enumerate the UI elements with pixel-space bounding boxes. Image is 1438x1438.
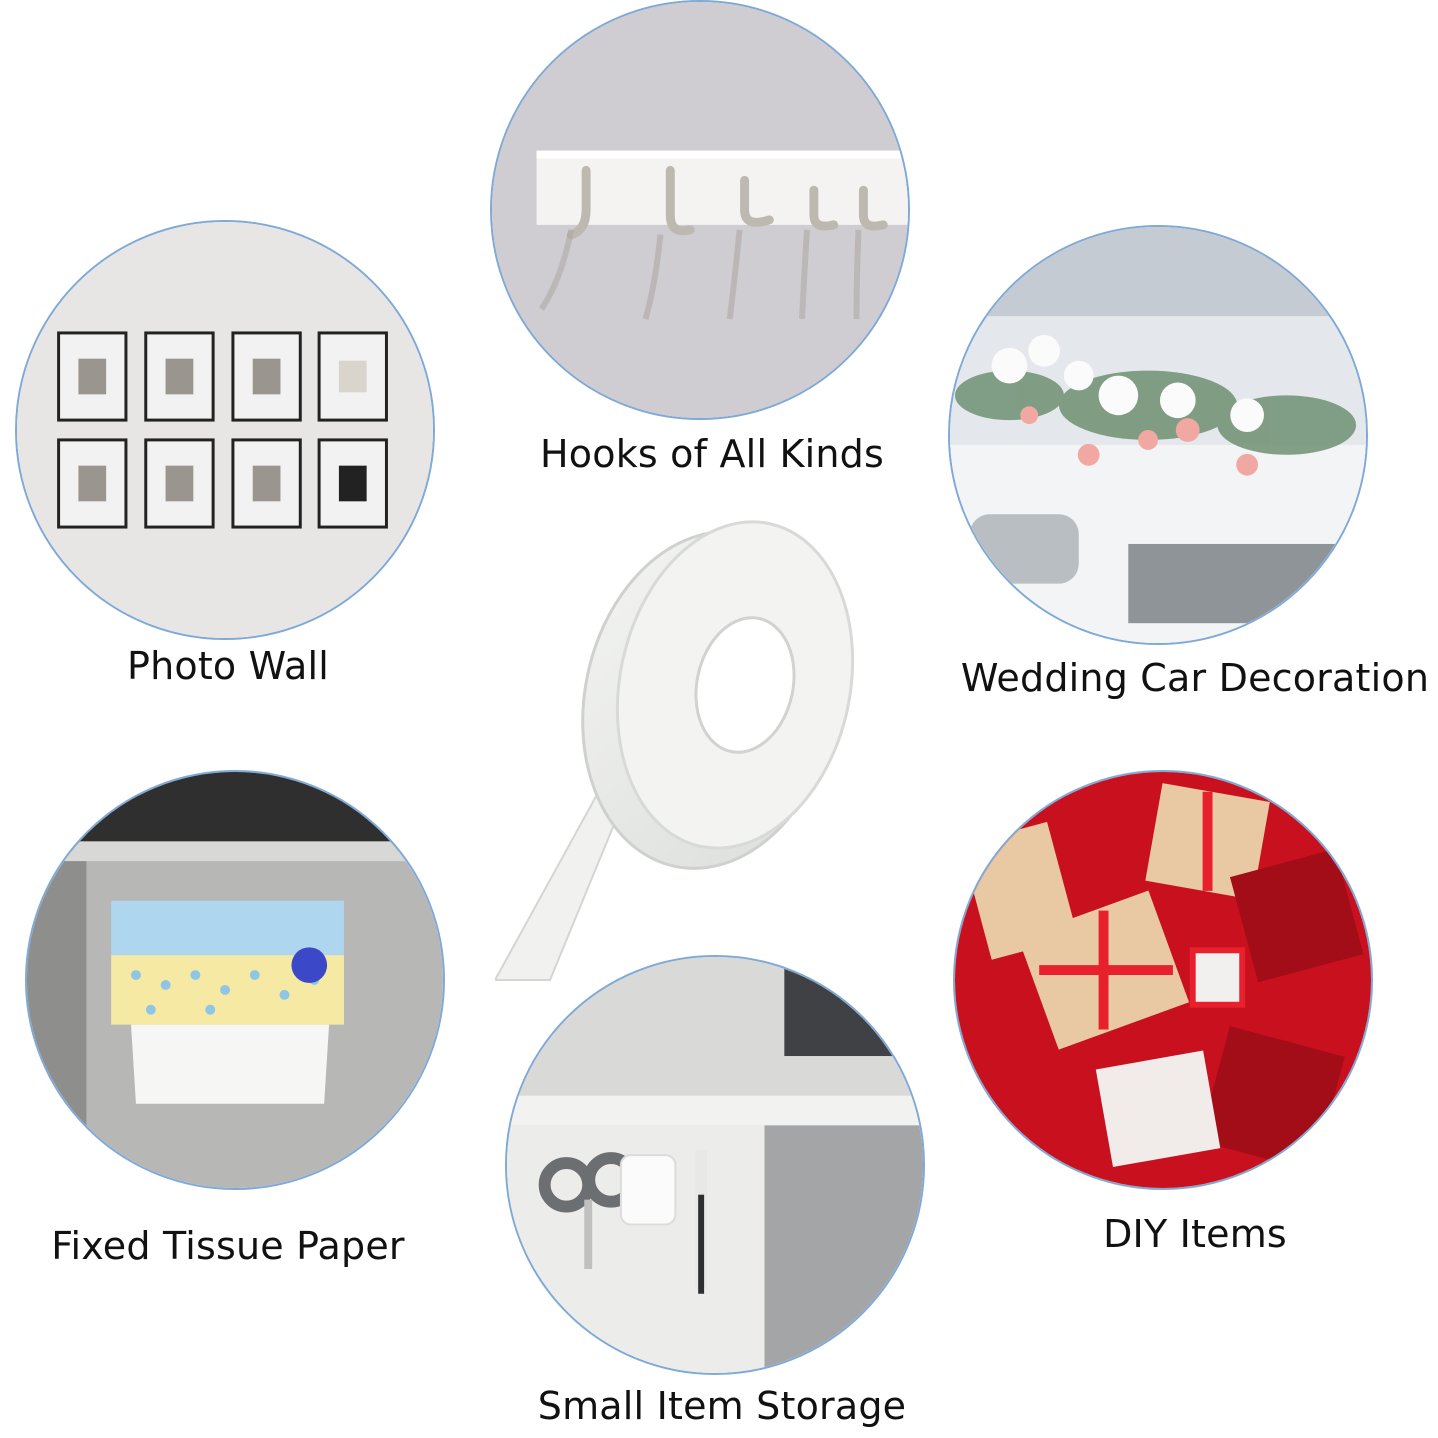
- storage-photo: [505, 955, 925, 1375]
- label-tissue: Fixed Tissue Paper: [51, 1224, 405, 1268]
- label-photo-wall: Photo Wall: [126, 644, 330, 688]
- diy-photo: [953, 770, 1373, 1190]
- label-diy: DIY Items: [1103, 1212, 1287, 1256]
- tissue-photo: [25, 770, 445, 1190]
- hooks-photo: [490, 0, 910, 420]
- label-storage: Small Item Storage: [537, 1384, 907, 1428]
- label-wedding: Wedding Car Decoration: [960, 656, 1430, 700]
- photo-wall-photo: [15, 220, 435, 640]
- label-hooks: Hooks of All Kinds: [540, 432, 884, 476]
- wedding-car-photo: [948, 225, 1368, 645]
- tape-roll-image: [495, 520, 855, 981]
